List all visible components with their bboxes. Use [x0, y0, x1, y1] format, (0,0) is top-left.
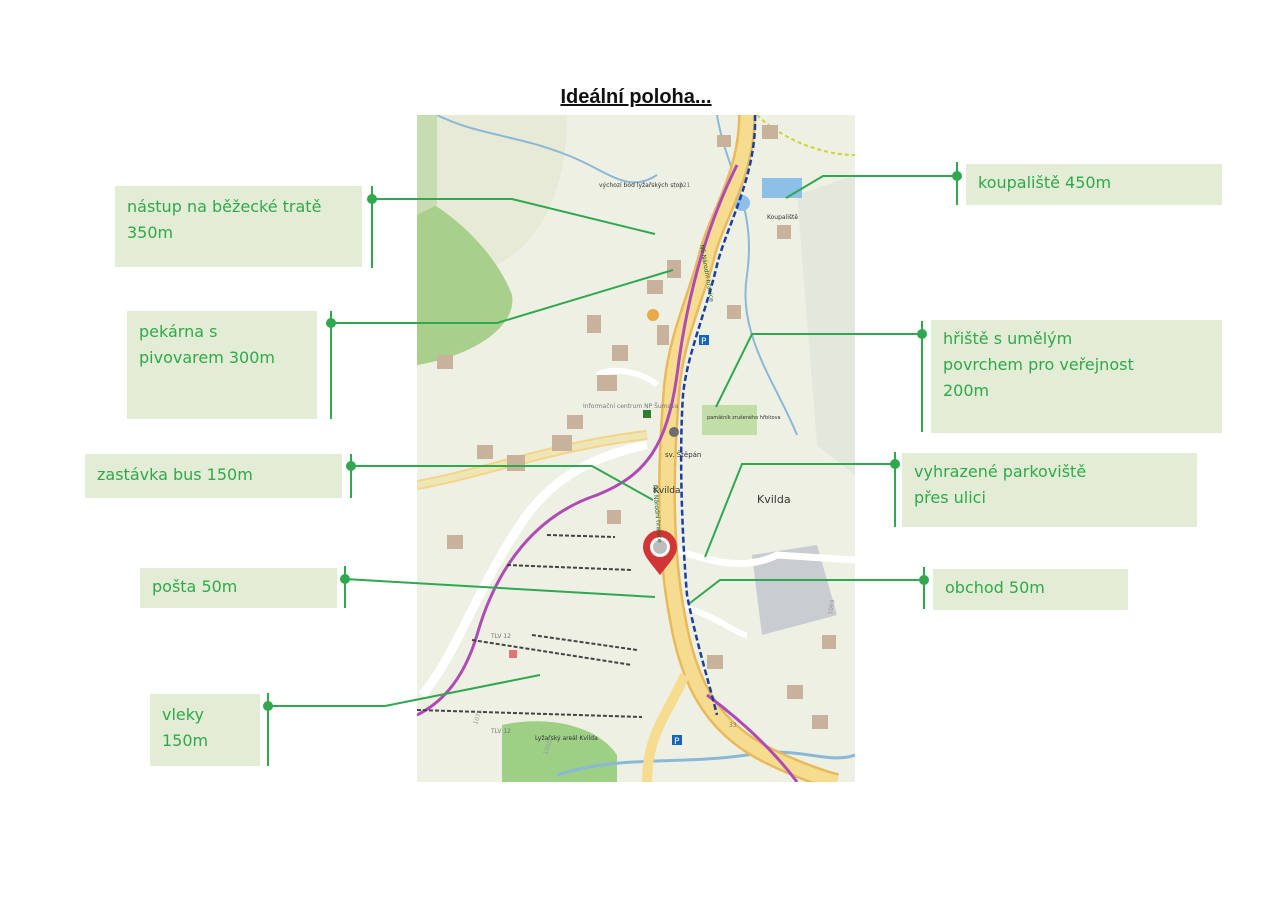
trail-line — [756, 115, 855, 156]
callout-text: přes ulici — [914, 488, 986, 507]
map-label-elevation-1: 1050 — [542, 739, 554, 756]
callout-text: vleky — [162, 705, 204, 724]
poi-icons: P P — [509, 309, 709, 747]
trail-line — [679, 115, 757, 716]
ski-lift — [506, 564, 633, 571]
callout-bakery: pekárna s pivovarem 300m — [127, 311, 317, 419]
local-road — [595, 367, 660, 388]
map-label-lift-1: TLV 12 — [490, 633, 511, 640]
callout-bus-stop: zastávka bus 150m — [85, 454, 342, 498]
route-line — [706, 693, 799, 782]
map-label-road-number: 33 — [729, 722, 737, 729]
callout-text: nástup na běžecké tratě — [127, 197, 322, 216]
svg-text:P: P — [674, 737, 680, 747]
page-title: Ideální poloha... — [560, 86, 712, 108]
monument-area — [702, 405, 757, 435]
callout-text: pošta 50m — [152, 577, 238, 596]
map-label-church: sv. Štěpán — [665, 450, 701, 459]
callout-text: pekárna s — [139, 322, 218, 341]
main-road — [660, 115, 839, 782]
ski-lift — [471, 639, 633, 666]
forest-area-edge — [417, 115, 437, 215]
callout-text: koupaliště 450m — [978, 173, 1112, 192]
map-label-lift-2: TLV 12 — [490, 728, 511, 735]
callout-shop: obchod 50m — [933, 569, 1128, 610]
local-road — [418, 440, 648, 698]
callout-text: 150m — [162, 731, 209, 750]
map-label-monument: památník zrušeného hřbitova — [707, 414, 781, 421]
svg-text:P: P — [701, 337, 707, 347]
callout-text: povrchem pro veřejnost — [943, 355, 1134, 374]
ski-lift — [546, 534, 616, 538]
callout-text: 200m — [943, 381, 990, 400]
callout-text: vyhrazené parkoviště — [914, 462, 1087, 481]
callout-text: hřiště s umělým — [943, 329, 1073, 348]
callout-post-office: pošta 50m — [140, 568, 337, 608]
callout-swimming-pool: koupaliště 450m — [966, 164, 1222, 205]
callout-text: pivovarem 300m — [139, 348, 275, 367]
map-label-elevation-3: 1069 — [827, 599, 837, 615]
main-road-branch — [642, 672, 690, 782]
map-label-village: Kvilda — [757, 493, 791, 506]
callout-ski-trails: nástup na běžecké tratě 350m — [115, 186, 362, 267]
pool — [762, 178, 802, 198]
map-label-route-number: 221 — [679, 182, 691, 189]
location-pin-icon[interactable] — [643, 530, 677, 575]
local-road — [676, 602, 748, 638]
stream — [436, 115, 658, 184]
map-label-elevation-2: 1075 — [472, 709, 484, 726]
map-label-town: Kvilda — [653, 486, 680, 496]
callout-ski-lifts: vleky 150m — [150, 694, 260, 766]
callout-parking: vyhrazené parkoviště přes ulici — [902, 453, 1197, 527]
river — [556, 750, 855, 777]
map-label-ski-area: Lyžařský areál Kvilda — [535, 735, 598, 742]
callout-playground: hřiště s umělým povrchem pro veřejnost 2… — [931, 320, 1222, 433]
callout-text: zastávka bus 150m — [97, 465, 253, 484]
map-canvas: P P Kvilda Kvilda sv. Štěpán výchozí bod… — [417, 115, 855, 782]
map-label-pool: Koupaliště — [767, 214, 798, 221]
callout-text: obchod 50m — [945, 578, 1045, 597]
map-label-ski-start: výchozí bod lyžařských stop — [599, 182, 683, 189]
callout-text: 350m — [127, 223, 174, 242]
ski-lift — [417, 709, 643, 718]
map-label-info-center: Informační centrum NP Šumava — [583, 403, 679, 410]
map[interactable]: P P Kvilda Kvilda sv. Štěpán výchozí bod… — [417, 115, 855, 782]
